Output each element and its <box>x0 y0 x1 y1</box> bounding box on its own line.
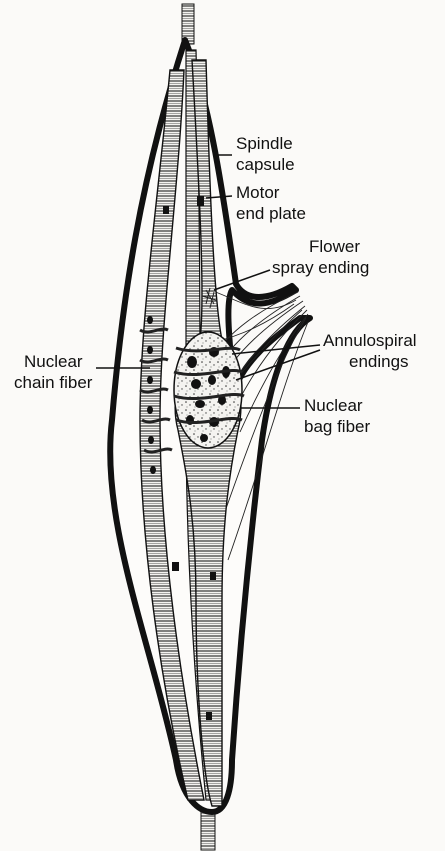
label-annulospiral-endings: Annulospiral endings <box>323 331 417 371</box>
svg-text:Annulospiral: Annulospiral <box>323 331 417 350</box>
svg-text:spray ending: spray ending <box>272 258 369 277</box>
svg-text:Motor: Motor <box>236 183 280 202</box>
svg-text:Nuclear: Nuclear <box>24 352 83 371</box>
label-spindle-capsule: Spindle capsule <box>236 134 295 174</box>
svg-text:bag fiber: bag fiber <box>304 417 370 436</box>
svg-text:Spindle: Spindle <box>236 134 293 153</box>
svg-text:Nuclear: Nuclear <box>304 396 363 415</box>
svg-text:endings: endings <box>349 352 409 371</box>
svg-text:Flower: Flower <box>309 237 360 256</box>
svg-text:capsule: capsule <box>236 155 295 174</box>
label-nuclear-chain-fiber: Nuclear chain fiber <box>14 352 93 392</box>
svg-text:chain fiber: chain fiber <box>14 373 93 392</box>
label-flower-spray-ending: Flower spray ending <box>272 237 369 277</box>
label-motor-end-plate: Motor end plate <box>236 183 306 223</box>
label-nuclear-bag-fiber: Nuclear bag fiber <box>304 396 370 436</box>
svg-text:end plate: end plate <box>236 204 306 223</box>
